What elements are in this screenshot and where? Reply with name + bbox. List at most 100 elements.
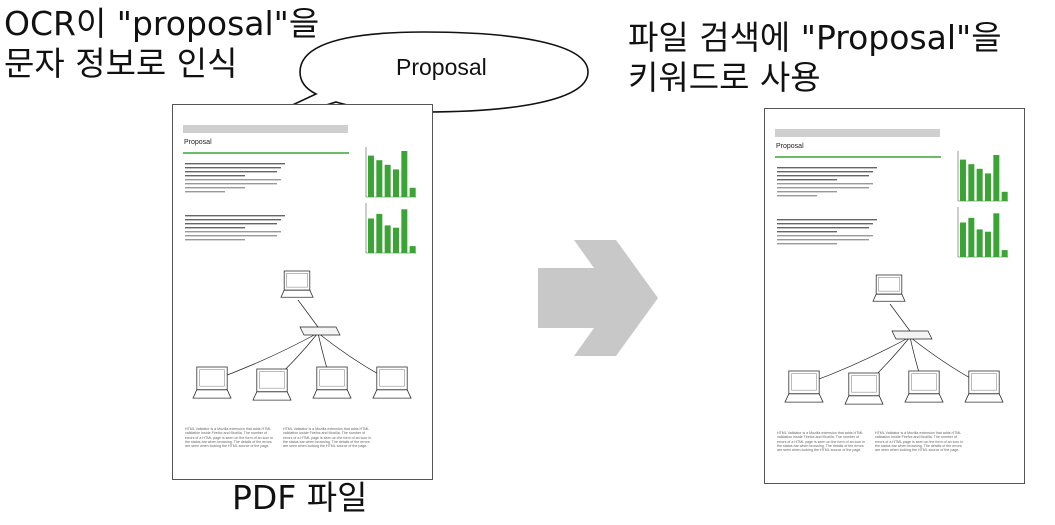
document-page-graphics bbox=[775, 129, 1008, 405]
paragraph-line bbox=[777, 219, 877, 221]
laptop-icon bbox=[192, 366, 232, 399]
paragraph-line bbox=[185, 231, 281, 233]
network-switch-icon bbox=[891, 330, 933, 340]
footer-text-col1: HTML Validator is a Mozilla extension th… bbox=[185, 427, 273, 449]
paragraph-line bbox=[777, 231, 837, 233]
chart-bar bbox=[968, 217, 975, 257]
paragraph-line bbox=[185, 179, 281, 181]
paragraph-line bbox=[777, 187, 869, 189]
laptop-display bbox=[878, 277, 900, 292]
paragraph-line bbox=[777, 223, 873, 225]
chart-bar bbox=[368, 155, 374, 197]
laptop-icon bbox=[252, 368, 292, 401]
document-title: Proposal bbox=[184, 139, 212, 146]
laptop-keyboard bbox=[964, 393, 1004, 403]
chart-bar bbox=[985, 173, 991, 201]
pdf-file-caption: PDF 파일 bbox=[232, 478, 368, 517]
chart-bar bbox=[976, 168, 983, 201]
laptop-keyboard bbox=[844, 395, 884, 405]
laptop-keyboard bbox=[372, 389, 412, 399]
laptop-display bbox=[379, 369, 405, 387]
paragraph-line bbox=[185, 227, 245, 229]
chart-bar bbox=[384, 164, 391, 197]
laptop-icon bbox=[784, 370, 824, 403]
chart-bar bbox=[401, 151, 408, 197]
pdf-document-left: Proposal HTML Validator is a Mozilla ext… bbox=[172, 104, 433, 480]
paragraph-line bbox=[185, 167, 281, 169]
laptop-keyboard bbox=[280, 289, 314, 298]
footer-text-col2: HTML Validator is a Mozilla extension th… bbox=[875, 431, 963, 453]
chart-bar bbox=[968, 164, 975, 201]
chart-bar bbox=[376, 213, 383, 253]
paragraph-line bbox=[777, 175, 869, 177]
speech-bubble-text: Proposal bbox=[396, 54, 487, 80]
paragraph-line bbox=[777, 243, 837, 245]
chart-bar bbox=[384, 225, 391, 253]
laptop-icon bbox=[844, 372, 884, 405]
laptop-display bbox=[259, 371, 285, 389]
ocr-caption-line1: OCR이 "proposal"을 bbox=[4, 4, 320, 43]
paragraph-line bbox=[185, 219, 281, 221]
paragraph-line bbox=[777, 195, 817, 197]
paragraph-line bbox=[185, 235, 277, 237]
paragraph-line bbox=[777, 179, 837, 181]
laptop-icon bbox=[280, 270, 314, 298]
chart-bar bbox=[1001, 191, 1008, 201]
network-cable bbox=[297, 299, 319, 328]
chart-bar bbox=[409, 187, 416, 197]
paragraph-line bbox=[185, 183, 277, 185]
paragraph-line bbox=[185, 187, 245, 189]
paragraph-line bbox=[777, 235, 873, 237]
paragraph-line bbox=[185, 175, 245, 177]
chart-bar bbox=[960, 159, 966, 201]
footer-text-col2: HTML Validator is a Mozilla extension th… bbox=[283, 427, 371, 449]
ocr-caption: OCR이 "proposal"을 문자 정보로 인식 bbox=[4, 4, 319, 84]
laptop-keyboard bbox=[904, 393, 944, 403]
chart-bar bbox=[1001, 250, 1008, 257]
network-cable bbox=[889, 303, 911, 332]
chart-bar bbox=[376, 160, 383, 197]
laptop-icon bbox=[872, 274, 906, 302]
network-switch-icon bbox=[299, 326, 341, 336]
paragraph-line bbox=[777, 171, 873, 173]
chart-bar bbox=[985, 231, 991, 257]
laptop-display bbox=[319, 369, 345, 387]
laptop-icon bbox=[372, 366, 412, 399]
paragraph-line bbox=[777, 239, 869, 241]
laptop-keyboard bbox=[312, 389, 352, 399]
paragraph-line bbox=[185, 215, 285, 217]
pdf-document-right: Proposal HTML Validator is a Mozilla ext… bbox=[764, 108, 1025, 484]
chart-bar bbox=[993, 155, 1000, 201]
header-bar bbox=[183, 125, 348, 133]
laptop-display bbox=[199, 369, 225, 387]
chart-bar bbox=[401, 209, 408, 253]
paragraph-line bbox=[185, 239, 245, 241]
right-arrow-icon bbox=[538, 240, 658, 356]
laptop-icon bbox=[904, 370, 944, 403]
search-caption-line2: 키워드로 사용 bbox=[628, 58, 821, 97]
chart-bar bbox=[409, 246, 416, 253]
laptop-display bbox=[791, 373, 817, 391]
laptop-keyboard bbox=[192, 389, 232, 399]
paragraph-line bbox=[185, 171, 277, 173]
paragraph-line bbox=[185, 223, 277, 225]
laptop-icon bbox=[312, 366, 352, 399]
laptop-keyboard bbox=[872, 293, 906, 302]
paragraph-line bbox=[777, 183, 873, 185]
footer-text-col1: HTML Validator is a Mozilla extension th… bbox=[777, 431, 865, 453]
chart-bar bbox=[993, 213, 1000, 257]
chart-bar bbox=[960, 222, 966, 257]
chart-bar bbox=[368, 218, 374, 253]
laptop-keyboard bbox=[784, 393, 824, 403]
paragraph-line bbox=[185, 163, 285, 165]
search-caption: 파일 검색에 "Proposal"을 키워드로 사용 bbox=[628, 18, 1002, 98]
search-caption-line1: 파일 검색에 "Proposal"을 bbox=[628, 18, 1002, 57]
laptop-display bbox=[851, 375, 877, 393]
paragraph-line bbox=[185, 191, 225, 193]
document-title: Proposal bbox=[776, 143, 804, 150]
laptop-display bbox=[971, 373, 997, 391]
paragraph-line bbox=[777, 167, 877, 169]
document-page-graphics bbox=[183, 125, 416, 401]
laptop-display bbox=[286, 273, 308, 288]
chart-bar bbox=[393, 227, 399, 253]
